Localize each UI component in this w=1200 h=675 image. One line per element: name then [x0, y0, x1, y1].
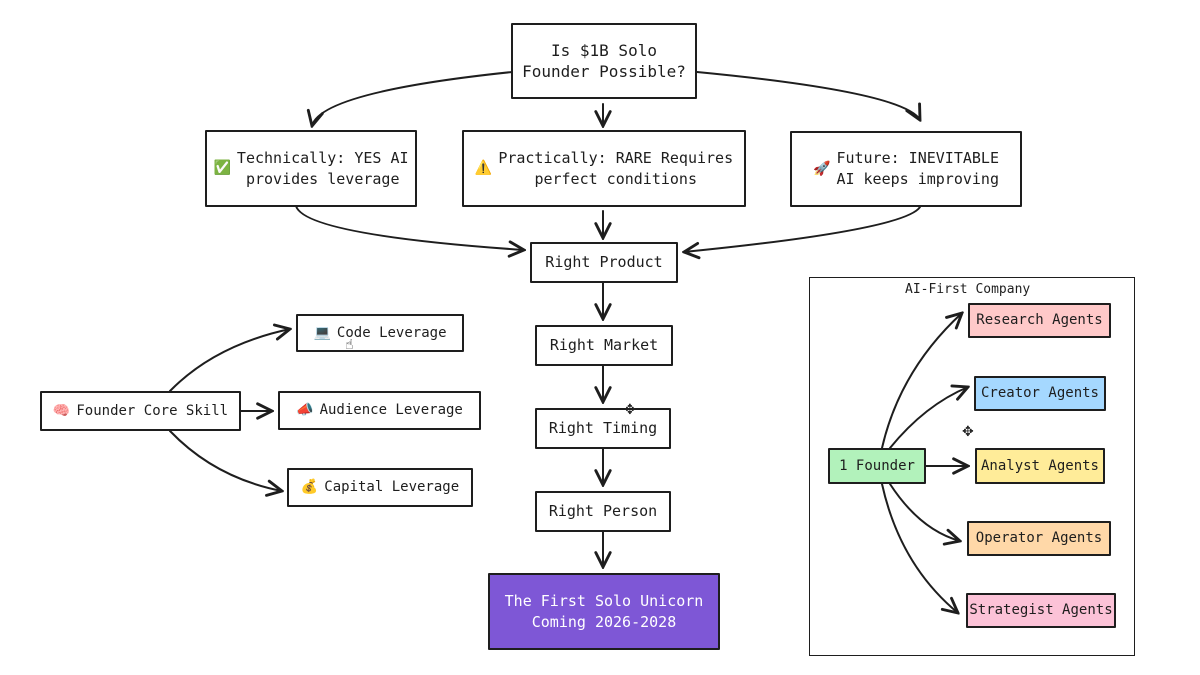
- question-label: Is $1B Solo Founder Possible?: [522, 41, 686, 81]
- founder-node[interactable]: 1 Founder: [828, 448, 926, 484]
- agent-operator[interactable]: Operator Agents: [967, 521, 1111, 556]
- step-right-person[interactable]: Right Person: [535, 491, 671, 532]
- branch-technically[interactable]: ✅ Technically: YES AI provides leverage: [205, 130, 417, 207]
- arrow-founder-to-research: [881, 313, 962, 449]
- arrow-founder-to-creator: [889, 387, 968, 449]
- arrow-future-to-product: [684, 206, 921, 252]
- step-right-market-label: Right Market: [549, 336, 659, 354]
- branch-technically-label: Technically: YES AI provides leverage: [236, 148, 409, 188]
- skill-node[interactable]: 🧠 Founder Core Skill: [40, 391, 241, 431]
- agent-creator-label: Creator Agents: [980, 385, 1099, 401]
- leverage-code[interactable]: 💻 Code Leverage: [296, 314, 464, 352]
- arrow-skill-to-code: [169, 329, 290, 392]
- brain-icon: 🧠: [52, 402, 71, 419]
- question-node[interactable]: Is $1B Solo Founder Possible?: [511, 23, 697, 99]
- warning-icon: ⚠️: [474, 160, 493, 176]
- agent-strategist[interactable]: Strategist Agents: [966, 593, 1116, 628]
- step-right-market[interactable]: Right Market: [535, 325, 673, 366]
- step-right-product-label: Right Product: [545, 253, 663, 271]
- leverage-audience-label: Audience Leverage: [319, 402, 463, 418]
- agent-operator-label: Operator Agents: [975, 530, 1103, 546]
- rocket-icon: 🚀: [813, 160, 831, 177]
- outcome-node[interactable]: The First Solo Unicorn Coming 2026-2028: [488, 573, 720, 650]
- arrow-skill-to-capital: [169, 430, 282, 491]
- leverage-audience[interactable]: 📣 Audience Leverage: [278, 391, 481, 430]
- move-cursor-icon: ✥: [624, 402, 636, 418]
- branch-practically-label: Practically: RARE Requires perfect condi…: [498, 148, 734, 188]
- company-frame-title: AI-First Company: [905, 282, 1031, 297]
- arrow-question-to-technically: [312, 71, 513, 126]
- leverage-code-label: Code Leverage: [336, 324, 447, 341]
- agent-analyst[interactable]: Analyst Agents: [975, 448, 1105, 484]
- megaphone-icon: 📣: [296, 402, 314, 418]
- step-right-timing[interactable]: Right Timing: [535, 408, 671, 449]
- skill-label: Founder Core Skill: [76, 402, 229, 419]
- founder-label: 1 Founder: [839, 457, 915, 474]
- step-right-timing-label: Right Timing: [548, 419, 658, 437]
- branch-future-label: Future: INEVITABLE AI keeps improving: [836, 149, 999, 188]
- laptop-icon: 💻: [313, 324, 331, 341]
- branch-future[interactable]: 🚀 Future: INEVITABLE AI keeps improving: [790, 131, 1022, 207]
- move-cursor-icon-2: ✥: [962, 424, 974, 440]
- hand-cursor-icon: ☝: [345, 337, 354, 353]
- arrow-founder-to-strategist: [881, 483, 958, 613]
- agent-research[interactable]: Research Agents: [968, 303, 1111, 338]
- agent-creator[interactable]: Creator Agents: [974, 376, 1106, 411]
- leverage-capital-label: Capital Leverage: [324, 479, 460, 495]
- check-icon: ✅: [213, 160, 231, 176]
- branch-practically[interactable]: ⚠️ Practically: RARE Requires perfect co…: [462, 130, 746, 207]
- agent-strategist-label: Strategist Agents: [969, 602, 1113, 618]
- leverage-capital[interactable]: 💰 Capital Leverage: [287, 468, 473, 507]
- step-right-product[interactable]: Right Product: [530, 242, 678, 283]
- step-right-person-label: Right Person: [548, 502, 658, 520]
- arrow-founder-to-operator: [889, 483, 960, 541]
- outcome-label: The First Solo Unicorn Coming 2026-2028: [504, 591, 704, 631]
- arrow-technically-to-product: [295, 205, 524, 250]
- money-bag-icon: 💰: [300, 479, 319, 495]
- agent-analyst-label: Analyst Agents: [980, 457, 1099, 474]
- agent-research-label: Research Agents: [976, 312, 1103, 328]
- arrow-question-to-future: [696, 71, 920, 120]
- company-frame: [809, 277, 1135, 656]
